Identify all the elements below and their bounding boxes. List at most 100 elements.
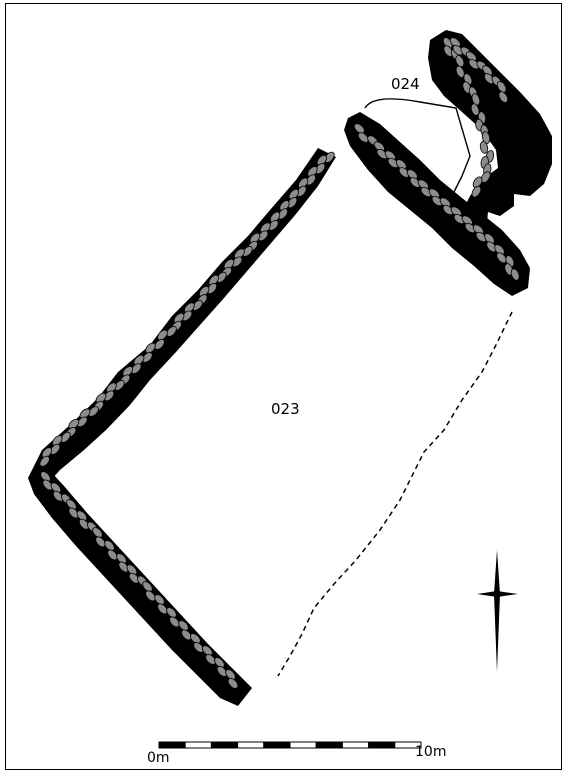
- stone: [49, 443, 61, 455]
- stone: [178, 620, 189, 632]
- stone: [296, 185, 307, 197]
- stone: [453, 213, 465, 225]
- stone: [461, 215, 473, 226]
- scale-segment: [341, 741, 370, 749]
- stone: [118, 561, 129, 573]
- stone: [496, 252, 507, 264]
- stone: [66, 499, 77, 511]
- stone: [498, 91, 509, 103]
- stone: [315, 163, 326, 175]
- stone: [87, 406, 99, 417]
- stone: [482, 65, 493, 77]
- stone: [181, 310, 193, 322]
- stone: [417, 179, 429, 190]
- stone: [192, 300, 203, 311]
- stone: [376, 148, 388, 160]
- stone: [450, 206, 462, 217]
- stone: [398, 167, 410, 178]
- stone: [468, 59, 480, 70]
- scale-start-label: 0m: [147, 750, 170, 766]
- stone: [420, 186, 432, 198]
- stone: [279, 200, 290, 212]
- stone: [157, 329, 168, 341]
- stone: [496, 81, 507, 93]
- stone: [95, 392, 107, 404]
- stone: [242, 246, 253, 257]
- stone: [510, 268, 520, 281]
- stone: [428, 188, 440, 199]
- stone: [287, 197, 298, 209]
- stone: [455, 55, 465, 68]
- stone: [104, 540, 115, 552]
- stone: [486, 241, 497, 253]
- stone: [52, 435, 63, 447]
- stone: [130, 363, 142, 374]
- stone: [353, 123, 365, 134]
- stone: [464, 222, 476, 234]
- stone: [107, 549, 118, 561]
- stone: [42, 479, 53, 491]
- stone: [431, 195, 443, 207]
- stone: [324, 151, 335, 163]
- stone: [470, 103, 480, 116]
- stone: [216, 665, 228, 677]
- stone: [60, 431, 71, 443]
- stone: [202, 645, 213, 656]
- stone: [173, 312, 185, 324]
- stone: [169, 616, 180, 628]
- scale-segment: [263, 741, 291, 749]
- stone: [465, 51, 477, 62]
- stone: [145, 342, 156, 354]
- stone: [206, 282, 218, 295]
- stone: [268, 220, 279, 231]
- stone: [41, 447, 53, 459]
- stone: [39, 455, 50, 467]
- stone: [79, 408, 91, 419]
- stone: [475, 231, 487, 243]
- stone: [249, 232, 261, 244]
- stone: [442, 204, 454, 216]
- stone: [227, 677, 239, 689]
- scale-segment: [315, 741, 343, 749]
- stone: [68, 418, 80, 430]
- scale-segment: [237, 741, 265, 749]
- annex-outline: [364, 98, 471, 197]
- scale-bar: [158, 741, 422, 749]
- stone: [452, 45, 464, 56]
- stone: [269, 211, 281, 223]
- stone: [316, 154, 327, 166]
- conjectured-wall-dashed: [277, 311, 513, 677]
- stone: [145, 590, 156, 602]
- scale-end-label: 10m: [415, 744, 446, 760]
- stone: [92, 527, 103, 539]
- scale-segment: [184, 741, 212, 749]
- stone: [133, 354, 145, 366]
- stone: [471, 185, 482, 198]
- stone: [208, 274, 219, 286]
- stone: [205, 654, 216, 665]
- stone: [52, 490, 64, 502]
- stone: [449, 37, 461, 48]
- stone: [166, 325, 177, 337]
- stone: [471, 93, 481, 106]
- stone: [68, 507, 79, 519]
- scale-segment: [210, 741, 239, 749]
- stone: [357, 132, 369, 143]
- stone: [395, 159, 407, 170]
- stone: [128, 572, 140, 584]
- stone: [126, 564, 138, 576]
- stone: [114, 380, 125, 391]
- stone: [78, 518, 90, 530]
- stone: [384, 150, 396, 161]
- stone: [472, 176, 483, 189]
- stone: [142, 352, 153, 363]
- north-arrow-icon: [477, 550, 518, 672]
- stone: [373, 141, 385, 152]
- stone: [142, 581, 153, 593]
- stone: [484, 73, 495, 85]
- stone: [455, 65, 465, 78]
- stone: [409, 177, 421, 188]
- stone: [76, 510, 88, 522]
- stone: [157, 603, 168, 615]
